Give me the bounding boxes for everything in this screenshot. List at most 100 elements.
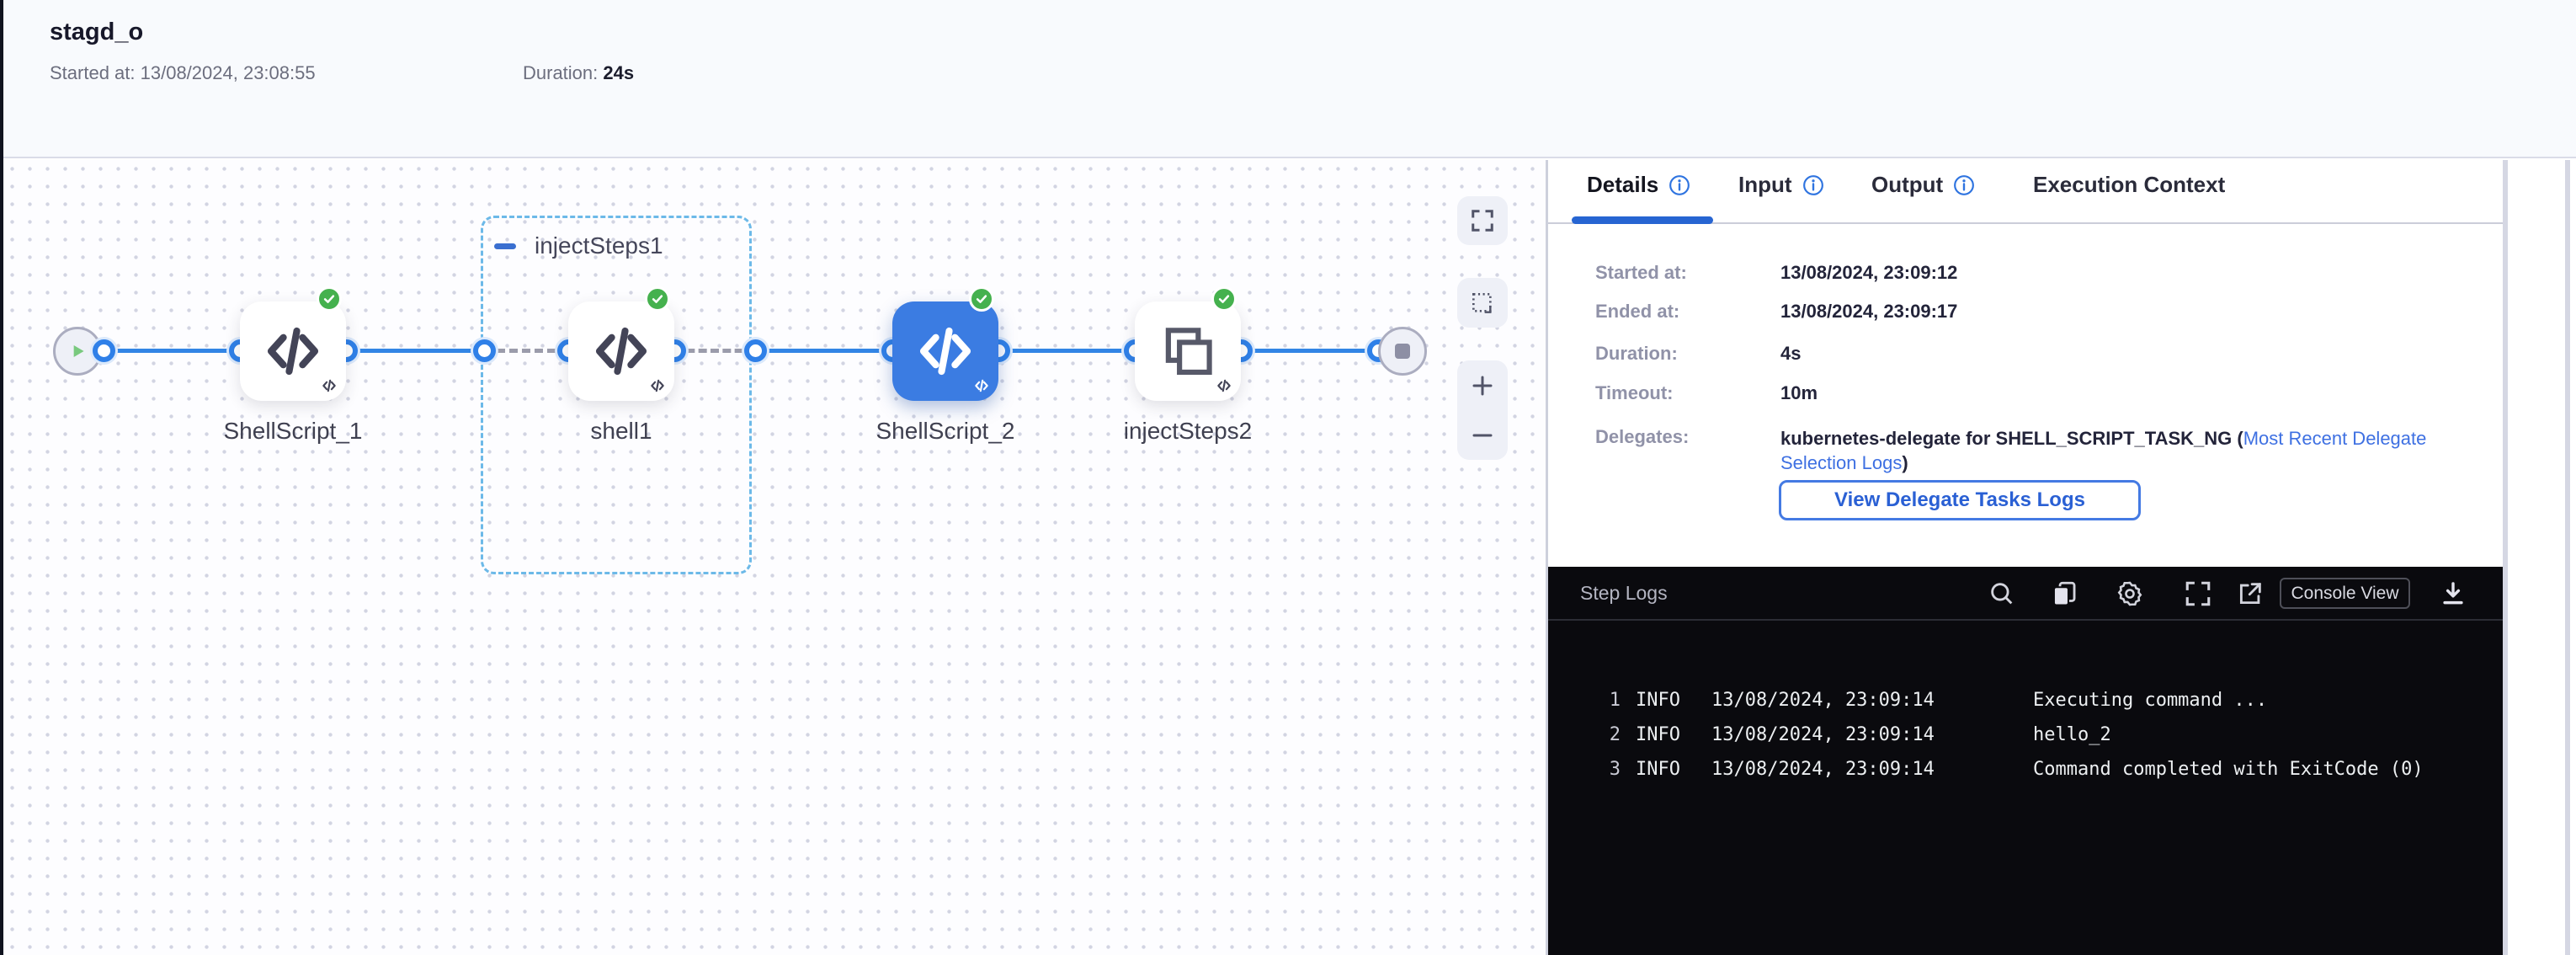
console-view-button[interactable]: Console View <box>2280 578 2410 609</box>
open-in-new-icon[interactable] <box>2236 579 2265 608</box>
detail-label: Delegates: <box>1595 426 1690 447</box>
stage-header: stagd_o Started at: 13/08/2024, 23:08:55… <box>0 0 2576 158</box>
edge-start-to-shellscript1 <box>104 349 240 353</box>
detail-label: Timeout: <box>1595 382 1674 403</box>
log-line: 2 INFO 13/08/2024, 23:09:14 hello_2 <box>1548 718 2503 752</box>
group-label: injectSteps1 <box>535 232 663 259</box>
edge-shellscript1-to-group <box>346 349 484 353</box>
tab-details[interactable]: Details <box>1587 172 1690 198</box>
download-icon[interactable] <box>2439 579 2467 608</box>
detail-value: 10m <box>1780 382 1818 403</box>
tab-output[interactable]: Output <box>1871 172 1975 198</box>
group-steps-icon <box>1165 328 1212 376</box>
log-line: 1 INFO 13/08/2024, 23:09:14 Executing co… <box>1548 683 2503 718</box>
log-message: hello_2 <box>2033 724 2111 745</box>
step-node-injectsteps2[interactable] <box>1135 301 1241 401</box>
step-details-panel: Details Input Output Execution Context S… <box>1548 160 2503 955</box>
log-message: Command completed with ExitCode (0) <box>2033 759 2424 780</box>
tab-label: Details <box>1587 172 1659 197</box>
tab-label: Output <box>1871 172 1944 197</box>
info-icon[interactable] <box>1669 174 1690 196</box>
info-icon[interactable] <box>1802 174 1824 196</box>
gutter-divider <box>2503 160 2508 955</box>
right-gutter <box>2508 160 2576 955</box>
step-node-shell1[interactable] <box>568 301 674 401</box>
marquee-select-button[interactable] <box>1457 278 1508 328</box>
edge-injectsteps2-to-end <box>1241 349 1378 353</box>
zoom-controls[interactable] <box>1457 360 1508 460</box>
detail-label: Started at: <box>1595 262 1687 283</box>
shellscript-type-icon <box>1217 379 1231 392</box>
check-icon <box>652 295 663 303</box>
edge-shell1-to-groupedge <box>674 349 755 353</box>
code-icon <box>595 327 647 376</box>
log-level: INFO <box>1636 759 1680 780</box>
started-value: 13/08/2024, 23:08:55 <box>140 62 316 83</box>
panel-divider <box>1546 160 1548 955</box>
zoom-out-icon[interactable] <box>1470 423 1495 448</box>
view-delegate-tasks-logs-button[interactable]: View Delegate Tasks Logs <box>1779 480 2141 520</box>
check-icon <box>323 295 335 303</box>
search-icon[interactable] <box>1988 579 2016 608</box>
step-group-header: injectSteps1 <box>494 232 663 259</box>
log-line-number: 2 <box>1609 724 1621 745</box>
success-badge <box>1211 286 1237 312</box>
end-node[interactable] <box>1378 327 1427 376</box>
step-node-shellscript2-selected[interactable] <box>892 301 998 401</box>
tab-execution-context[interactable]: Execution Context <box>2033 172 2225 198</box>
delegate-text: kubernetes-delegate for SHELL_SCRIPT_TAS… <box>1780 428 2243 449</box>
copy-icon[interactable] <box>2050 579 2078 608</box>
delegate-selection-logs-link[interactable]: Most Recent Delegate Selection Logs <box>1780 428 2427 473</box>
success-badge <box>645 286 670 312</box>
tab-label: Input <box>1738 172 1792 197</box>
step-group-injectsteps1 <box>481 216 752 574</box>
zoom-in-icon[interactable] <box>1470 373 1495 398</box>
stage-started-at: Started at: 13/08/2024, 23:08:55 <box>50 62 316 84</box>
started-label: Started at: <box>50 62 141 83</box>
delegate-suffix: ) <box>1902 452 1908 473</box>
step-node-shellscript1[interactable] <box>240 301 346 401</box>
fit-view-button[interactable] <box>1457 196 1508 245</box>
stop-icon <box>1395 344 1410 359</box>
gutter-divider <box>2565 160 2570 955</box>
log-timestamp: 13/08/2024, 23:09:14 <box>1711 759 1935 780</box>
pipeline-canvas[interactable]: injectSteps1 <box>3 160 1546 955</box>
step-logs-title: Step Logs <box>1580 581 1668 604</box>
info-icon[interactable] <box>1953 174 1975 196</box>
detail-label: Duration: <box>1595 343 1678 364</box>
step-label: injectSteps2 <box>1123 418 1253 444</box>
success-badge <box>969 286 994 312</box>
port <box>93 339 115 362</box>
shellscript-type-icon <box>651 379 664 392</box>
step-label: ShellScript_2 <box>876 418 1015 444</box>
left-edge-strip <box>0 0 3 955</box>
stage-duration: Duration: 24s <box>523 62 634 84</box>
marquee-select-icon <box>1472 292 1492 313</box>
step-label: ShellScript_1 <box>223 418 363 444</box>
port <box>744 339 767 362</box>
check-icon <box>1218 295 1230 303</box>
code-icon <box>919 327 971 376</box>
log-line-number: 1 <box>1609 690 1621 711</box>
edge-shellscript2-to-injectsteps2 <box>998 349 1135 353</box>
edge-group-to-shell1 <box>484 349 568 353</box>
check-icon <box>976 295 987 303</box>
duration-label: Duration: <box>523 62 604 83</box>
expand-fullscreen-icon[interactable] <box>2184 579 2212 608</box>
log-body[interactable]: 1 INFO 13/08/2024, 23:09:14 Executing co… <box>1548 622 2503 955</box>
detail-value: 13/08/2024, 23:09:12 <box>1780 262 1958 283</box>
duration-value: 24s <box>603 62 635 83</box>
log-timestamp: 13/08/2024, 23:09:14 <box>1711 724 1935 745</box>
settings-gear-icon[interactable] <box>2116 579 2144 608</box>
collapse-group-icon[interactable] <box>494 243 516 249</box>
tab-input[interactable]: Input <box>1738 172 1824 198</box>
edge-group-to-shellscript2 <box>755 349 892 353</box>
fit-view-icon <box>1472 210 1493 232</box>
log-level: INFO <box>1636 690 1680 711</box>
step-logs-panel: Step Logs Console View <box>1548 567 2503 955</box>
detail-label: Ended at: <box>1595 301 1680 322</box>
details-tabs: Details Input Output Execution Context <box>1548 160 2503 224</box>
port <box>473 339 496 362</box>
step-logs-header: Step Logs Console View <box>1548 567 2503 621</box>
